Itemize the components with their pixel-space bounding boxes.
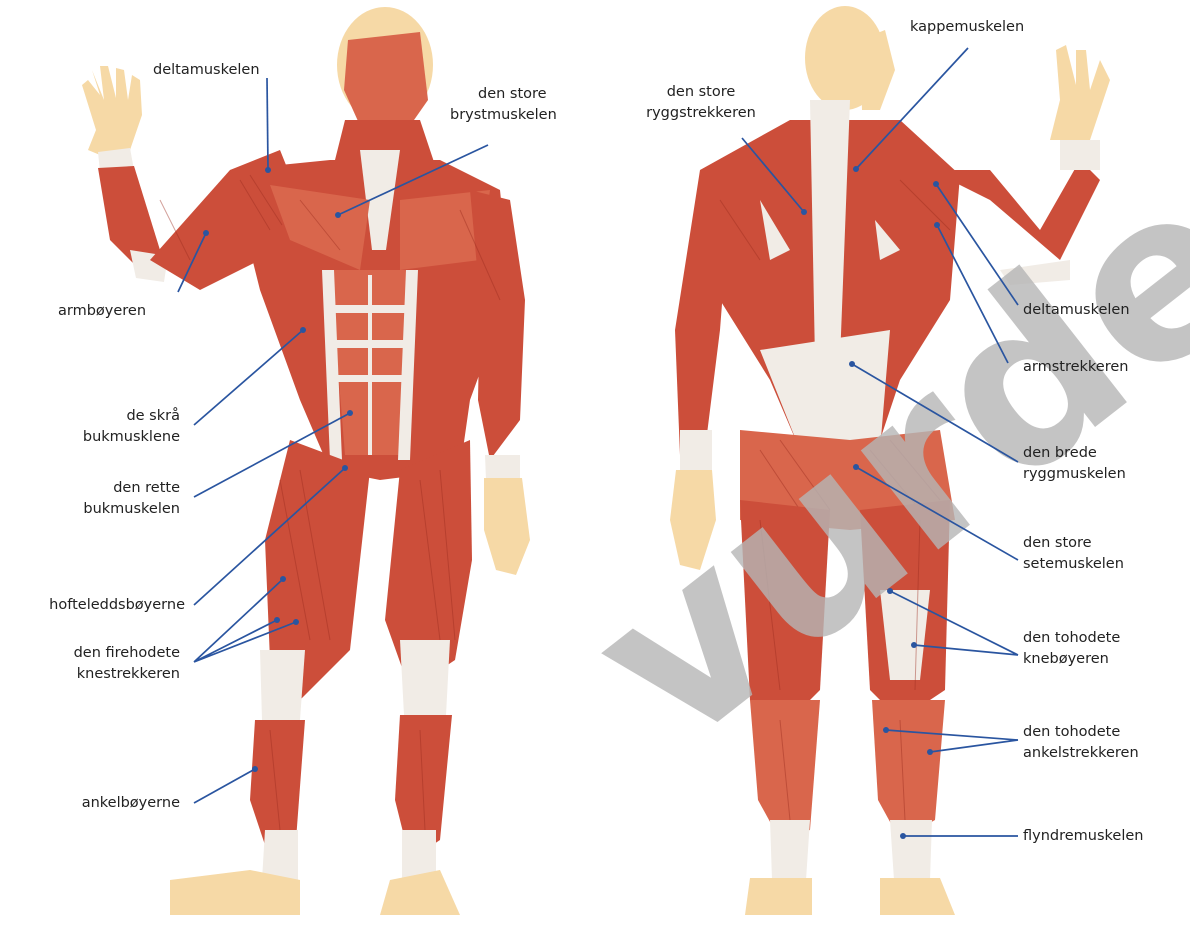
label-front-oblique: de skrå bukmusklene <box>30 406 180 448</box>
leader-front-ankleflexors <box>194 769 255 803</box>
label-back-triceps: armstrekkeren <box>1023 357 1128 378</box>
label-back-gastrocnemius: den tohodete ankelstrekkeren <box>1023 722 1139 764</box>
label-front-deltoid: deltamuskelen <box>153 60 260 81</box>
label-front-rectus: den rette bukmuskelen <box>30 478 180 520</box>
label-front-quadriceps: den firehodete knestrekkeren <box>30 643 180 685</box>
label-back-hamstrings: den tohodete knebøyeren <box>1023 628 1120 670</box>
label-back-deltoid: deltamuskelen <box>1023 300 1130 321</box>
label-back-soleus: flyndremuskelen <box>1023 826 1143 847</box>
leader-front-oblique <box>194 330 303 425</box>
label-front-hipflexors: hofteleddsbøyerne <box>0 595 185 616</box>
label-front-pectoral: den store brystmuskelen <box>450 84 557 126</box>
label-front-biceps: armbøyeren <box>58 301 146 322</box>
label-front-ankleflexors: ankelbøyerne <box>30 793 180 814</box>
front-figure <box>82 7 530 915</box>
label-back-latissimus: den brede ryggmuskelen <box>1023 443 1126 485</box>
leader-front-deltoid <box>267 78 268 168</box>
label-back-trapezius: kappemuskelen <box>910 17 1024 38</box>
label-back-gluteus: den store setemuskelen <box>1023 533 1124 575</box>
label-back-erector: den store ryggstrekkeren <box>626 82 776 124</box>
